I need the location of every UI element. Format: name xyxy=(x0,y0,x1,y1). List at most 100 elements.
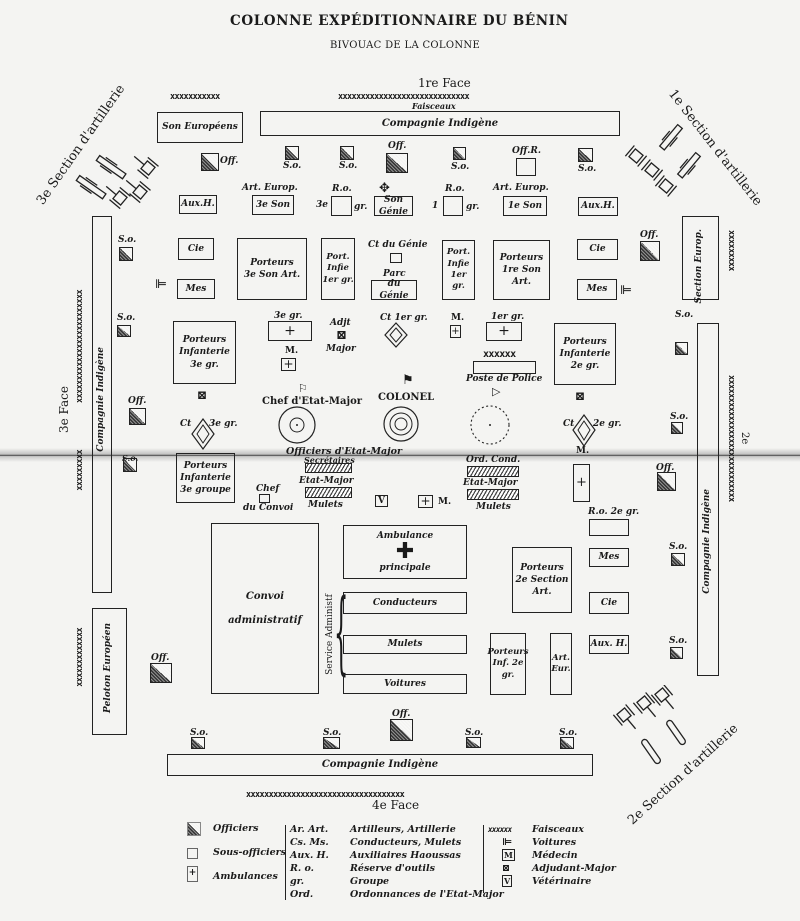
legend-label: Faisceaux xyxy=(532,824,584,835)
legend-label: Auxiliaires Haoussas xyxy=(350,850,461,861)
face-label-4: 4e Face xyxy=(372,798,420,812)
compagnie-indigene-top: Compagnie Indigène xyxy=(260,111,620,136)
ambulance-2: + xyxy=(573,464,590,502)
unit-label: Aux.H. xyxy=(181,199,215,210)
compagnie-indigene-right: Compagnie Indigène xyxy=(697,323,719,676)
art-europ-label: Art. Europ. xyxy=(242,183,298,193)
officer-marker xyxy=(150,663,172,683)
cie-lower: Cie xyxy=(589,592,629,614)
porteurs-inf-3-groupe: Porteurs Infanterie 3e groupe xyxy=(176,453,235,503)
legend-abbr: Aux. H. xyxy=(290,850,329,861)
legend-abbr: gr. xyxy=(290,876,305,887)
nco-marker xyxy=(191,737,205,749)
ambulance-cross-icon: + xyxy=(187,866,198,882)
chef-convoi-label: Chef xyxy=(256,484,280,494)
face-label-3: 3e Face xyxy=(57,386,71,434)
reserve-officer-marker xyxy=(516,158,536,176)
adj-major-label-2: Major xyxy=(326,344,356,354)
unit-label: Compagnie Indigène xyxy=(96,347,106,452)
unit-label: 1e Son xyxy=(507,200,543,211)
marker-label: S.o. xyxy=(323,728,342,738)
compagnie-indigene-left: Compagnie Indigène xyxy=(92,216,112,593)
legend-label: Médecin xyxy=(532,850,578,861)
legend-abbr: Ar. Art. xyxy=(290,824,329,835)
unit-label: Inf. 2e gr. xyxy=(492,658,524,680)
unit-label: Port. xyxy=(446,247,471,258)
veterinaire-icon: V xyxy=(378,495,385,506)
unit-label: Porteurs xyxy=(563,336,607,347)
legend-divider xyxy=(285,825,287,900)
empty-square-icon xyxy=(187,848,198,859)
mulets-right-tent xyxy=(467,489,519,500)
nco-marker xyxy=(119,247,133,261)
art-europ-label: Art. Europ. xyxy=(493,183,549,193)
artillery-guns-3 xyxy=(75,154,159,210)
ambulance-3: + xyxy=(268,321,312,341)
medecin-label: M. xyxy=(285,346,299,356)
cross-icon: ✚ xyxy=(395,539,415,565)
ro-group-suffix: gr. xyxy=(466,202,480,212)
unit-label: Porteurs xyxy=(487,646,529,657)
veterinaire-icon: V xyxy=(488,875,532,888)
officer-marker xyxy=(390,719,413,741)
mes-right: Mes xyxy=(577,279,617,300)
cross-icon: + xyxy=(284,322,296,339)
unit-label: Ambulance xyxy=(376,530,434,541)
unit-label: Voitures xyxy=(384,678,426,689)
marker-label: S.o. xyxy=(339,161,358,171)
unit-label: Art. xyxy=(552,652,570,663)
faisceaux-row-top-left: xxxxxxxxxxx xyxy=(170,92,220,102)
unit-label: Convoi xyxy=(245,590,285,602)
commandant-diamond-icon xyxy=(384,322,408,348)
faisceaux-row-top: xxxxxxxxxxxxxxxxxxxxxxxxxxxxx xyxy=(338,92,470,102)
nco-marker xyxy=(675,342,688,355)
unit-label: Porteurs xyxy=(183,460,228,471)
colonel-tent-icon xyxy=(383,406,419,442)
etat-major-right-tent xyxy=(467,466,519,477)
commandant-3-group: 3e gr. xyxy=(209,419,238,429)
secretaires-label: Secrétaires xyxy=(304,455,355,465)
unit-label: 3e groupe xyxy=(180,485,231,496)
paper-fold xyxy=(0,448,800,462)
chef-convoi-label-2: du Convoi xyxy=(243,503,294,513)
legend-label: Adjudant-Major xyxy=(532,863,616,874)
legend-item: ⊠Adjudant-Major xyxy=(488,862,616,875)
face-label-1: 1re Face xyxy=(418,76,471,90)
unit-label: du Génie xyxy=(379,278,409,301)
convoi-administratif: Convoi administratif xyxy=(211,523,319,694)
aux-h-lower: Aux. H. xyxy=(589,635,629,654)
faisceaux-police: xxxxxx xyxy=(483,349,516,360)
legend-abbr: R. o. xyxy=(290,863,314,874)
legend-label: Sous-officiers xyxy=(213,847,286,858)
officer-marker xyxy=(640,241,660,261)
legend-label: Artilleurs, Artillerie xyxy=(350,824,456,835)
artillery-guns-2 xyxy=(612,685,686,765)
ambulance-group-label: 1er gr. xyxy=(491,312,525,322)
commandant-diamond-icon xyxy=(191,418,215,450)
cross-icon: + xyxy=(420,494,431,509)
nco-marker xyxy=(340,146,354,160)
poste-police-label: Poste de Police xyxy=(466,374,543,384)
cie-right: Cie xyxy=(577,239,618,260)
marker-label: S.o. xyxy=(451,162,470,172)
unit-label: Compagnie Indigène xyxy=(702,489,712,594)
marker-label: Off.R. xyxy=(512,146,542,156)
legend-item: R. o. Réserve d'outils xyxy=(290,862,504,875)
officers-tent-icon xyxy=(470,405,510,445)
flag-icon: ⚑ xyxy=(402,373,414,388)
porteurs-3-art: Porteurs 3e Son Art. xyxy=(237,238,307,300)
ambulance-1: + xyxy=(486,322,522,341)
legend-label: Réserve d'outils xyxy=(350,863,435,874)
commandant-2-group: 2e gr. xyxy=(593,419,622,429)
legend-column-2: Ar. Art.Artilleurs, Artillerie Cs. Ms.Co… xyxy=(290,823,504,901)
faisceaux-row-right-upper: xxxxxxxxx xyxy=(726,230,736,271)
cross-icon: + xyxy=(576,475,587,491)
etat-major-right-label: Etat-Major xyxy=(463,478,518,488)
medecin-label: M. xyxy=(451,313,465,323)
legend-label: Groupe xyxy=(350,876,390,887)
unit-label: Mes xyxy=(586,284,608,295)
map-subtitle: BIVOUAC DE LA COLONNE xyxy=(330,40,481,51)
marker-label: S.o. xyxy=(675,310,694,320)
unit-label: Son Européens xyxy=(162,122,238,133)
adjudant-major-icon: ⊠ xyxy=(336,328,347,343)
